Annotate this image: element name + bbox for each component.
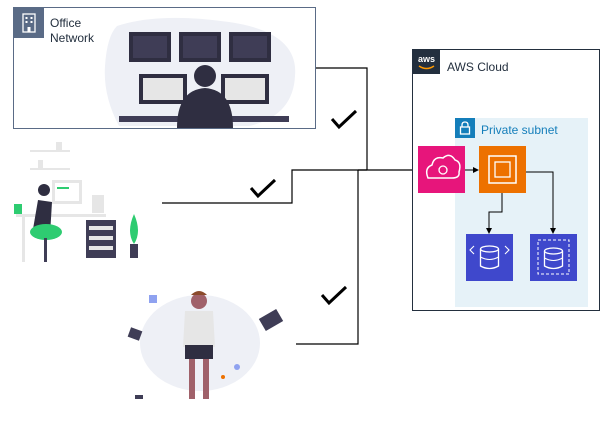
aws-cloud-title: AWS Cloud [447, 60, 509, 74]
home-connector [162, 169, 367, 204]
mobile-worker-illustration [127, 291, 284, 399]
office-operator-illustration [104, 17, 296, 128]
rds-database-icon [466, 234, 513, 281]
lock-icon [455, 118, 475, 138]
aurora-database-icon [530, 234, 577, 281]
checkmark-office [330, 109, 358, 130]
ec2-chip-icon [479, 146, 526, 193]
compute-to-db2-arrow [526, 171, 554, 228]
checkmark-home [249, 178, 277, 199]
aws-logo-text: aws [418, 54, 435, 64]
cloud-gear-icon [418, 146, 465, 193]
office-network-box: Office Network [13, 7, 316, 129]
building-icon [14, 8, 44, 38]
private-subnet-label: Private subnet [481, 123, 558, 137]
checkmark-mobile [320, 285, 348, 306]
home-worker-illustration [14, 142, 138, 262]
aws-logo-icon: aws [413, 50, 440, 74]
mobile-connector [296, 170, 359, 345]
office-connector [316, 67, 368, 170]
office-network-title: Office Network [50, 16, 95, 45]
compute-to-db1-arrow [488, 193, 503, 228]
